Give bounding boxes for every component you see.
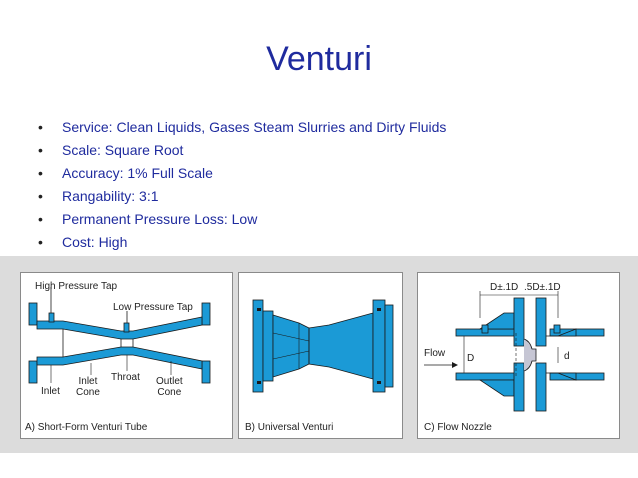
inlet-cone-label: Inlet Cone bbox=[76, 376, 100, 398]
bullet-item: • Rangability: 3:1 bbox=[38, 185, 446, 208]
panel-flow-nozzle: D±.1D .5D±.1D Flow D d C) Flow Nozzle bbox=[417, 272, 620, 439]
bullet-item: • Cost: High bbox=[38, 231, 446, 254]
bullet-item: • Service: Clean Liquids, Gases Steam Slu… bbox=[38, 116, 446, 139]
bullet-dot: • bbox=[38, 165, 43, 181]
big-d-label: D bbox=[467, 353, 475, 364]
bullet-text: Scale: Square Root bbox=[62, 142, 184, 158]
nozzle-dim-1-label: D±.1D bbox=[490, 282, 519, 293]
universal-venturi-diagram bbox=[252, 299, 394, 393]
throat-label: Throat bbox=[111, 372, 140, 383]
slide-title: Venturi bbox=[266, 40, 372, 78]
bullet-text: Accuracy: 1% Full Scale bbox=[62, 165, 213, 181]
high-pressure-tap-label: High Pressure Tap bbox=[35, 281, 118, 292]
small-d-label: d bbox=[564, 351, 570, 362]
bullet-item: • Accuracy: 1% Full Scale bbox=[38, 162, 446, 185]
bullet-dot: • bbox=[38, 188, 43, 204]
bullet-text: Rangability: 3:1 bbox=[62, 188, 159, 204]
panel-c-caption: C) Flow Nozzle bbox=[424, 422, 492, 433]
bullet-text: Service: Clean Liquids, Gases Steam Slur… bbox=[62, 119, 447, 135]
nozzle-dim-2-label: .5D±.1D bbox=[524, 282, 561, 293]
bullet-dot: • bbox=[38, 142, 43, 158]
panel-a-caption: A) Short-Form Venturi Tube bbox=[25, 422, 148, 433]
bullet-item: • Permanent Pressure Loss: Low bbox=[38, 208, 446, 231]
bullet-item: • Scale: Square Root bbox=[38, 139, 446, 162]
bullet-list: • Service: Clean Liquids, Gases Steam Slu… bbox=[38, 116, 446, 254]
flow-label: Flow bbox=[424, 348, 446, 359]
bullet-dot: • bbox=[38, 234, 43, 250]
outlet-cone-label: Outlet Cone bbox=[156, 376, 183, 398]
short-form-venturi-diagram bbox=[28, 287, 211, 384]
low-pressure-tap-label: Low Pressure Tap bbox=[113, 302, 193, 313]
bullet-dot: • bbox=[38, 211, 43, 227]
bullet-text: Cost: High bbox=[62, 234, 128, 250]
panel-short-form-venturi: High Pressure Tap Low Pressure Tap Inlet… bbox=[20, 272, 233, 439]
bullet-dot: • bbox=[38, 119, 43, 135]
panel-b-caption: B) Universal Venturi bbox=[245, 422, 334, 433]
flow-nozzle-diagram bbox=[424, 291, 605, 412]
panel-universal-venturi: B) Universal Venturi bbox=[238, 272, 403, 439]
bullet-text: Permanent Pressure Loss: Low bbox=[62, 211, 258, 227]
inlet-label: Inlet bbox=[41, 386, 60, 397]
